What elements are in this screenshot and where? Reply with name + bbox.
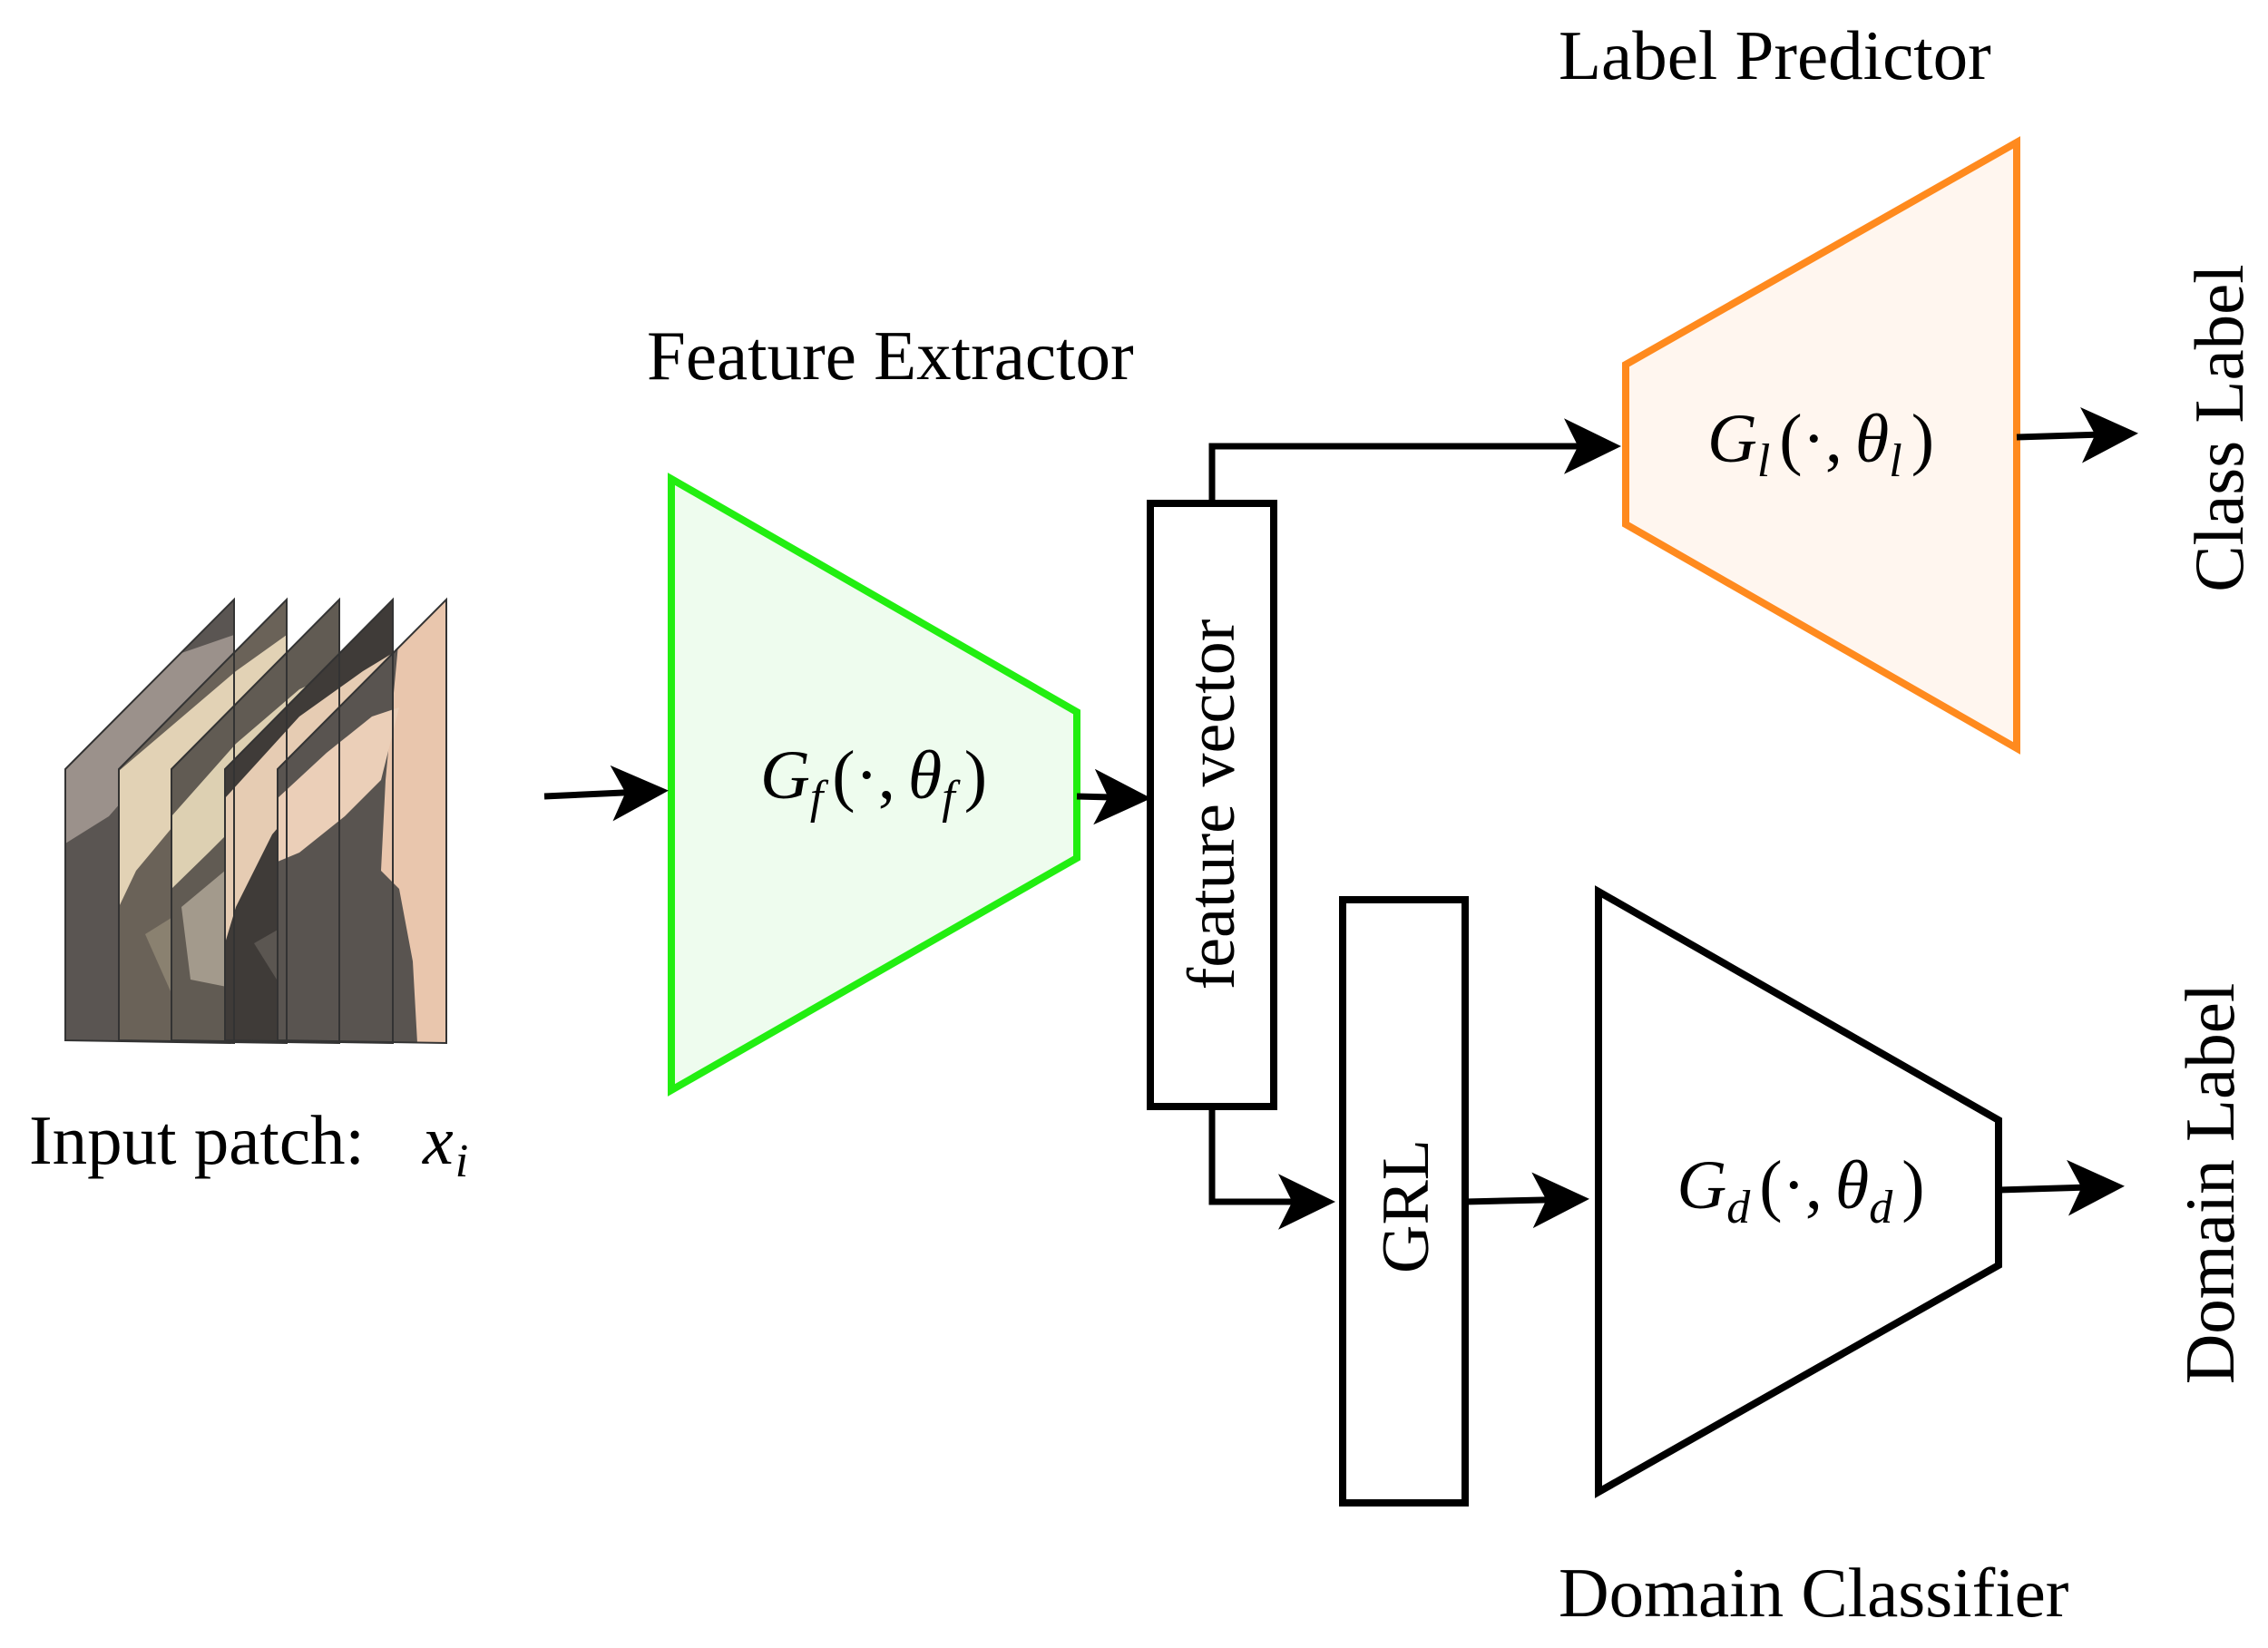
- domain-label-output: Domain Label: [2171, 983, 2249, 1385]
- feature-extractor-title: Feature Extractor: [647, 317, 1134, 395]
- class-label-output: Class Label: [2180, 264, 2258, 591]
- input-to-extractor-arrow: [543, 765, 669, 822]
- grl-to-domain-classifier-arrow: [1464, 1172, 1589, 1229]
- label-predictor-output-arrow: [2016, 406, 2138, 463]
- domain-classifier-title: Domain Classifier: [1559, 1554, 2068, 1632]
- feature-vector-to-label-predictor-arrow: [1208, 418, 1621, 503]
- domain-classifier-block: [1595, 885, 2002, 1498]
- input-patch-math: xi: [422, 1103, 468, 1187]
- feature-vector-to-grl-arrow: [1208, 1107, 1335, 1230]
- label-predictor-block: [1622, 136, 2020, 755]
- label-predictor-title: Label Predictor: [1559, 16, 1991, 94]
- extractor-to-feature-vector-arrow: [1076, 768, 1151, 825]
- label-predictor-function: Gl(·,θl): [1707, 401, 1934, 487]
- domain-classifier-function: Gd(·,θd): [1677, 1147, 1924, 1234]
- feature-extractor-block: [668, 473, 1080, 1097]
- feature-extractor-function: Gf(·,θf): [760, 737, 987, 824]
- grl-label: GRL: [1369, 1139, 1443, 1273]
- input-patch-caption: Input patch:: [29, 1101, 365, 1179]
- domain-classifier-output-arrow: [1998, 1159, 2125, 1216]
- input-patch-stack: [64, 597, 447, 1045]
- grl-box: [1339, 896, 1469, 1507]
- feature-vector-label: feature vector: [1175, 619, 1249, 990]
